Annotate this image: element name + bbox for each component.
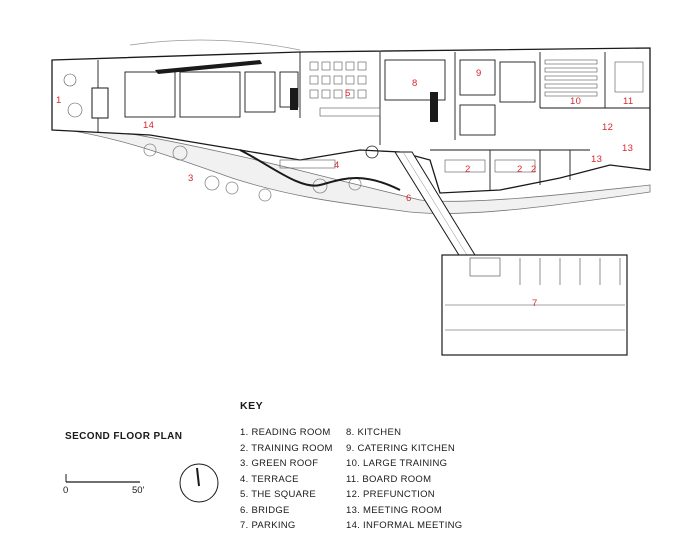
room-number-2-a: 2 xyxy=(465,164,471,175)
plan-title: SECOND FLOOR PLAN xyxy=(65,431,183,442)
skylight-strip xyxy=(155,60,262,74)
scale-end-label: 50' xyxy=(132,485,145,496)
room-number-13-b: 13 xyxy=(622,143,634,154)
key-column-left: 1. READING ROOM 2. TRAINING ROOM 3. GREE… xyxy=(240,425,333,534)
room-number-10: 10 xyxy=(570,96,582,107)
key-item: 1. READING ROOM xyxy=(240,427,331,438)
scale-bar: 0 50' xyxy=(62,472,162,502)
key-item: 3. GREEN ROOF xyxy=(240,458,319,469)
room-number-9: 9 xyxy=(476,68,482,79)
room-number-4: 4 xyxy=(334,160,340,171)
room-number-12: 12 xyxy=(602,122,614,133)
room-number-3: 3 xyxy=(188,173,194,184)
key-item: 9. CATERING KITCHEN xyxy=(346,442,455,454)
scale-start-label: 0 xyxy=(63,485,69,496)
room-number-8: 8 xyxy=(412,78,418,89)
key-item: 5. THE SQUARE xyxy=(240,489,317,500)
room-number-7: 7 xyxy=(532,298,538,309)
key-item: 4. TERRACE xyxy=(240,473,299,485)
floor-plan-drawing xyxy=(51,39,651,356)
key-item: 10. LARGE TRAINING xyxy=(346,458,448,469)
room-number-1: 1 xyxy=(56,95,62,106)
key-item: 6. BRIDGE xyxy=(240,504,290,516)
room-number-6: 6 xyxy=(406,193,412,204)
key-item: 12. PREFUNCTION xyxy=(346,489,435,500)
room-number-11: 11 xyxy=(623,96,634,107)
key-item: 11. BOARD ROOM xyxy=(346,473,432,485)
key-item: 13. MEETING ROOM xyxy=(346,504,443,516)
terrace-edge xyxy=(239,149,401,191)
room-number-14: 14 xyxy=(143,120,155,131)
roof-arcs xyxy=(129,39,301,51)
north-arrow-icon xyxy=(179,463,219,503)
plaza-circle xyxy=(365,145,379,159)
service-cores xyxy=(124,59,536,136)
green-roof-outline xyxy=(51,127,651,214)
parking-stalls xyxy=(445,257,625,331)
key-column-right: 8. KITCHEN 9. CATERING KITCHEN 10. LARGE… xyxy=(346,425,463,534)
bridge-centerline xyxy=(402,151,471,261)
key-item: 8. KITCHEN xyxy=(346,427,402,438)
room-number-2-b: 2 xyxy=(517,164,523,175)
furniture xyxy=(63,59,644,173)
key-item: 7. PARKING xyxy=(240,520,296,531)
stairs xyxy=(91,87,438,122)
room-number-13-a: 13 xyxy=(591,154,603,165)
room-number-5: 5 xyxy=(345,88,351,99)
key-item: 14. INFORMAL MEETING xyxy=(346,520,463,531)
key-item: 2. TRAINING ROOM xyxy=(240,442,333,454)
key-heading: KEY xyxy=(240,400,264,412)
room-number-2-c: 2 xyxy=(531,164,537,175)
